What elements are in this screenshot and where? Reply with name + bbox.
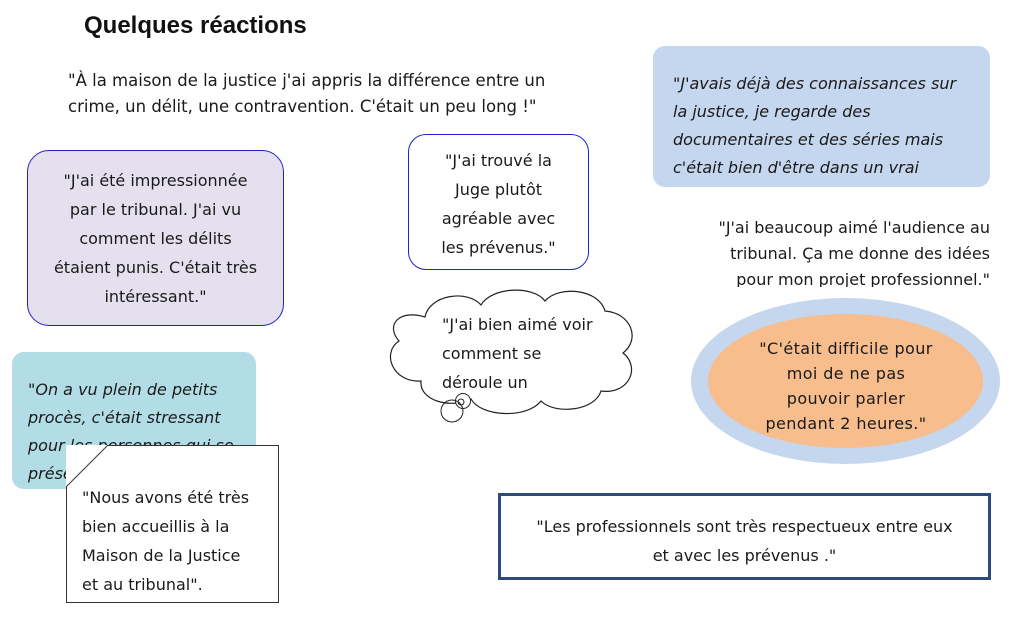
quote-line: et avec les prévenus ."	[652, 546, 837, 565]
quote-card-accueil: "Nous avons été très bien accueillis à l…	[66, 445, 279, 603]
quote-line: "J'ai beaucoup aimé l'audience au	[718, 218, 990, 237]
quote-audience: "J'ai beaucoup aimé l'audience au tribun…	[660, 215, 990, 287]
quote-cloud-audience: "J'ai bien aimé voir comment se déroule …	[442, 310, 612, 397]
quote-box-professionnels: "Les professionnels sont très respectueu…	[498, 493, 991, 580]
quote-line: "J'avais déjà des connaissances sur	[673, 74, 957, 93]
thought-cloud-icon	[389, 289, 633, 423]
quote-line: "J'ai trouvé la	[445, 151, 552, 170]
quote-line: documentaires et des séries mais	[673, 130, 944, 149]
quote-bubble-tribunal: "J'ai été impressionnée par le tribunal.…	[27, 150, 284, 326]
quote-callout-connaissances: "J'avais déjà des connaissances sur la j…	[653, 46, 990, 187]
quote-bubble-juge: "J'ai trouvé la Juge plutôt agréable ave…	[408, 134, 589, 270]
quote-line: pendant 2 heures."	[765, 414, 927, 433]
quote-line: c'était bien d'être dans un vrai	[673, 158, 919, 177]
quote-line: "J'ai bien aimé voir	[442, 315, 593, 334]
quote-line: procès, c'était stressant	[28, 408, 221, 427]
quote-line: Maison de la Justice	[82, 546, 241, 565]
quote-line: pour mon projet professionnel."	[736, 270, 990, 287]
quote-line: bien accueillis à la	[82, 517, 230, 536]
quote-line: comment les délits	[79, 229, 232, 248]
quote-ellipse	[708, 314, 983, 448]
quote-line: "Nous avons été très	[82, 488, 250, 507]
quote-line: "C'était difficile pour	[759, 339, 933, 358]
quote-line: pouvoir parler	[786, 389, 906, 408]
quote-line: déroule un	[442, 373, 528, 392]
page-title: Quelques réactions	[84, 12, 307, 39]
callout-tail	[811, 46, 831, 47]
quote-line: les prévenus."	[441, 238, 556, 257]
quote-line: moi de ne pas	[786, 364, 906, 383]
quote-line: comment se	[442, 344, 542, 363]
folded-corner-edge	[66, 445, 109, 488]
quote-line: agréable avec	[441, 209, 556, 228]
quote-line: tribunal. Ça me donne des idées	[730, 244, 990, 263]
quote-line: par le tribunal. J'ai vu	[69, 200, 242, 219]
quote-line: et au tribunal".	[82, 575, 203, 594]
quote-line: "J'ai été impressionnée	[63, 171, 248, 190]
quote-maison-justice: "À la maison de la justice j'ai appris l…	[68, 71, 546, 116]
quote-line: "Les professionnels sont très respectueu…	[536, 517, 953, 536]
callout-tail	[127, 352, 145, 353]
quote-line: "On a vu plein de petits	[28, 380, 218, 399]
quote-ellipse-text: "C'était difficile pour moi de ne pas po…	[716, 336, 976, 436]
quote-line: intéressant."	[104, 287, 207, 306]
quote-line: étaient punis. C'était très	[53, 258, 258, 277]
quote-line: Juge plutôt	[454, 180, 543, 199]
quote-line: la justice, je regarde des	[673, 102, 871, 121]
